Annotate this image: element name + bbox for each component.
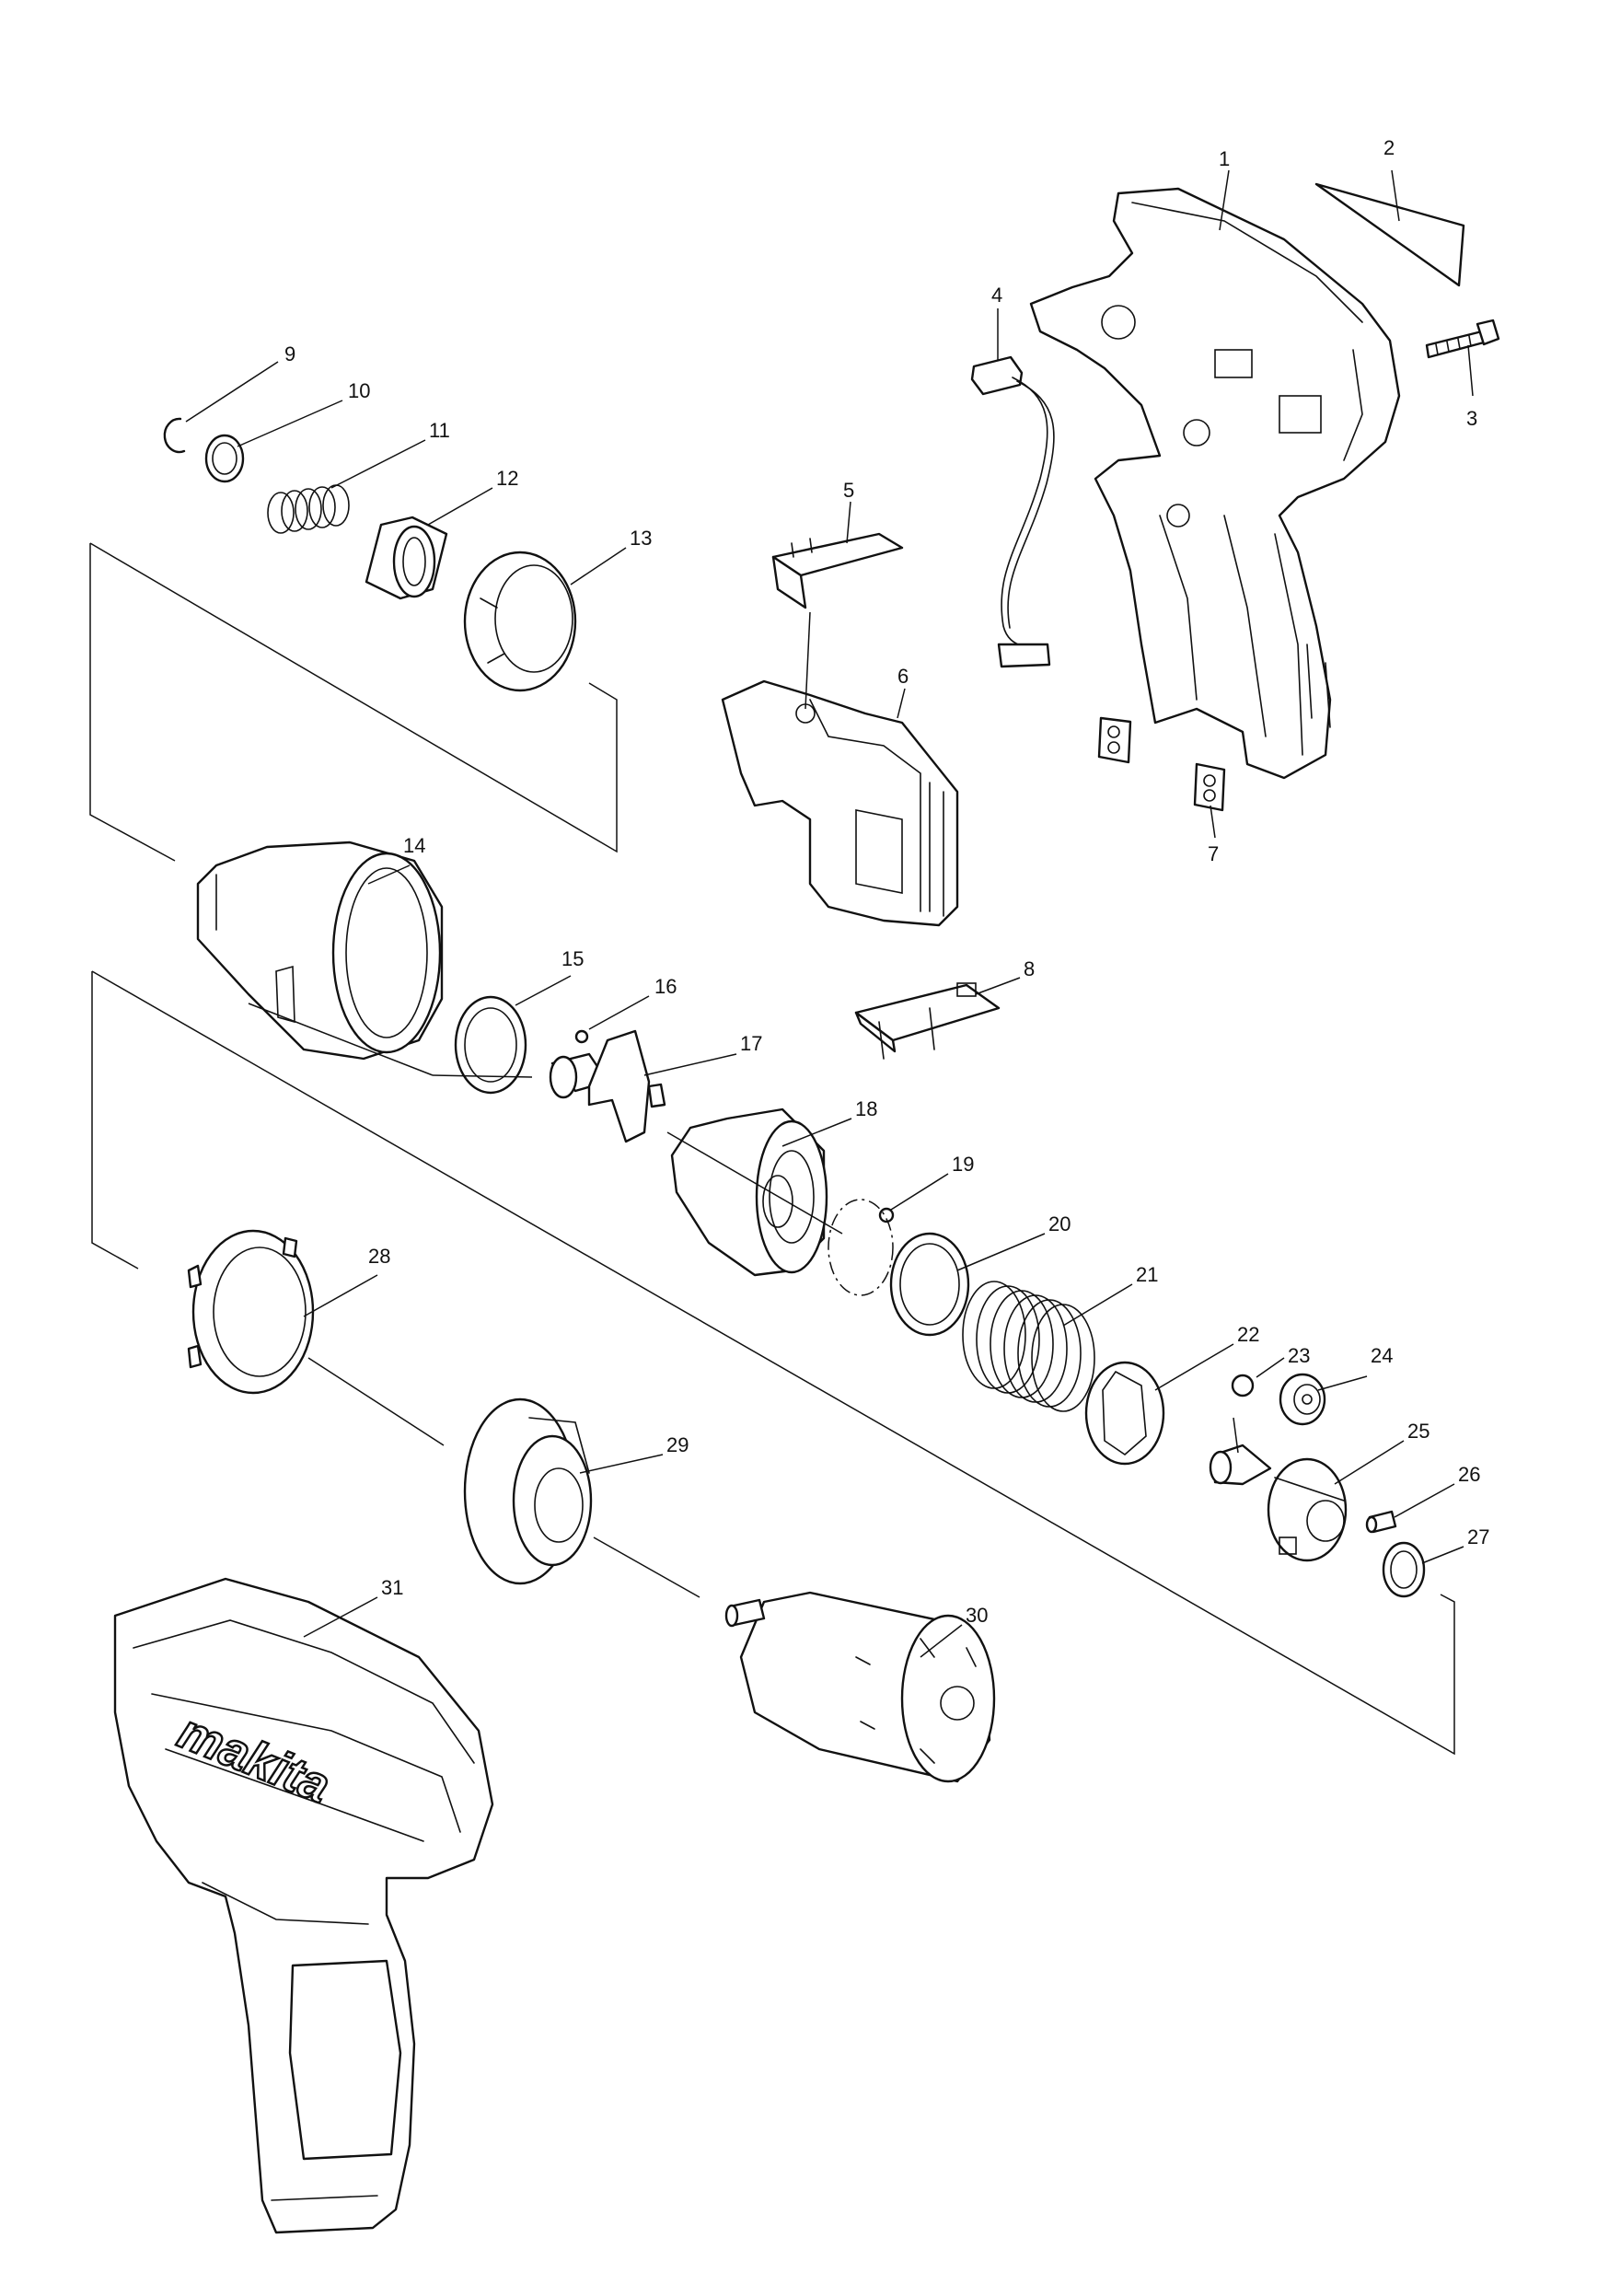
part-6-switch (721, 679, 959, 927)
part-25-spindle (1209, 1444, 1348, 1562)
callout-19: 19 (952, 1153, 974, 1176)
callout-14: 14 (403, 834, 425, 857)
callout-13: 13 (630, 527, 652, 550)
callout-5: 5 (843, 479, 854, 502)
callout-31: 31 (381, 1576, 403, 1599)
callout-21: 21 (1136, 1263, 1158, 1286)
part-30-motor (724, 1591, 996, 1783)
part-12-sleeve (365, 516, 448, 600)
part-31-tool-housing: makita (113, 1577, 494, 2234)
leader-lines (185, 169, 1474, 1658)
part-27-ring (1382, 1541, 1426, 1598)
callout-27: 27 (1467, 1525, 1489, 1548)
callout-9: 9 (284, 342, 295, 365)
callout-labels: 1 2 3 4 5 6 7 8 9 10 11 12 13 14 15 16 1… (284, 136, 1489, 1627)
part-15-washer (454, 995, 527, 1095)
part-2-label (1314, 182, 1465, 287)
part-17-anvil (549, 1029, 666, 1143)
callout-4: 4 (991, 284, 1002, 307)
part-8-terminal (854, 982, 1001, 1060)
callout-28: 28 (368, 1245, 390, 1268)
callout-26: 26 (1458, 1463, 1480, 1486)
part-14-hammer-case (196, 841, 444, 1061)
part-9-snap-ring (163, 417, 186, 454)
callout-18: 18 (855, 1097, 877, 1120)
part-29-gear-housing (463, 1397, 593, 1585)
callout-16: 16 (654, 975, 677, 998)
callout-25: 25 (1407, 1420, 1430, 1443)
callout-17: 17 (740, 1032, 762, 1055)
part-7-plates (1097, 716, 1226, 812)
part-20-washer (889, 1232, 970, 1337)
part-18-hammer (670, 1107, 828, 1277)
part-26-pin (1365, 1510, 1397, 1534)
callout-3: 3 (1466, 407, 1477, 430)
part-21-spring (962, 1281, 1095, 1412)
part-11-spring (267, 484, 350, 534)
part-28-ring-gear (187, 1229, 315, 1395)
part-22-washer (1084, 1361, 1165, 1466)
callout-30: 30 (966, 1604, 988, 1627)
part-13-cap (463, 551, 577, 692)
callout-23: 23 (1288, 1344, 1310, 1367)
callout-29: 29 (666, 1433, 689, 1456)
callout-7: 7 (1208, 842, 1219, 865)
part-1-housing (1029, 187, 1401, 780)
callout-1: 1 (1219, 147, 1230, 170)
callout-15: 15 (561, 947, 584, 970)
part-19-ball (828, 1199, 895, 1296)
callout-8: 8 (1024, 957, 1035, 980)
part-3-screw (1425, 319, 1500, 359)
part-4-wire (970, 355, 1055, 668)
part-23-ball (1231, 1374, 1255, 1397)
part-5-lever (771, 532, 904, 609)
callout-24: 24 (1371, 1344, 1393, 1367)
callout-12: 12 (496, 467, 518, 490)
part-16-ball (574, 1029, 589, 1044)
assembly-frames (89, 542, 1455, 1756)
callout-2: 2 (1383, 136, 1395, 159)
callout-6: 6 (897, 665, 909, 688)
part-10-washer (204, 434, 245, 483)
callout-22: 22 (1237, 1323, 1259, 1346)
callout-20: 20 (1048, 1212, 1071, 1235)
part-24-gear (1279, 1373, 1326, 1426)
callout-11: 11 (429, 419, 450, 442)
callout-10: 10 (348, 379, 370, 402)
